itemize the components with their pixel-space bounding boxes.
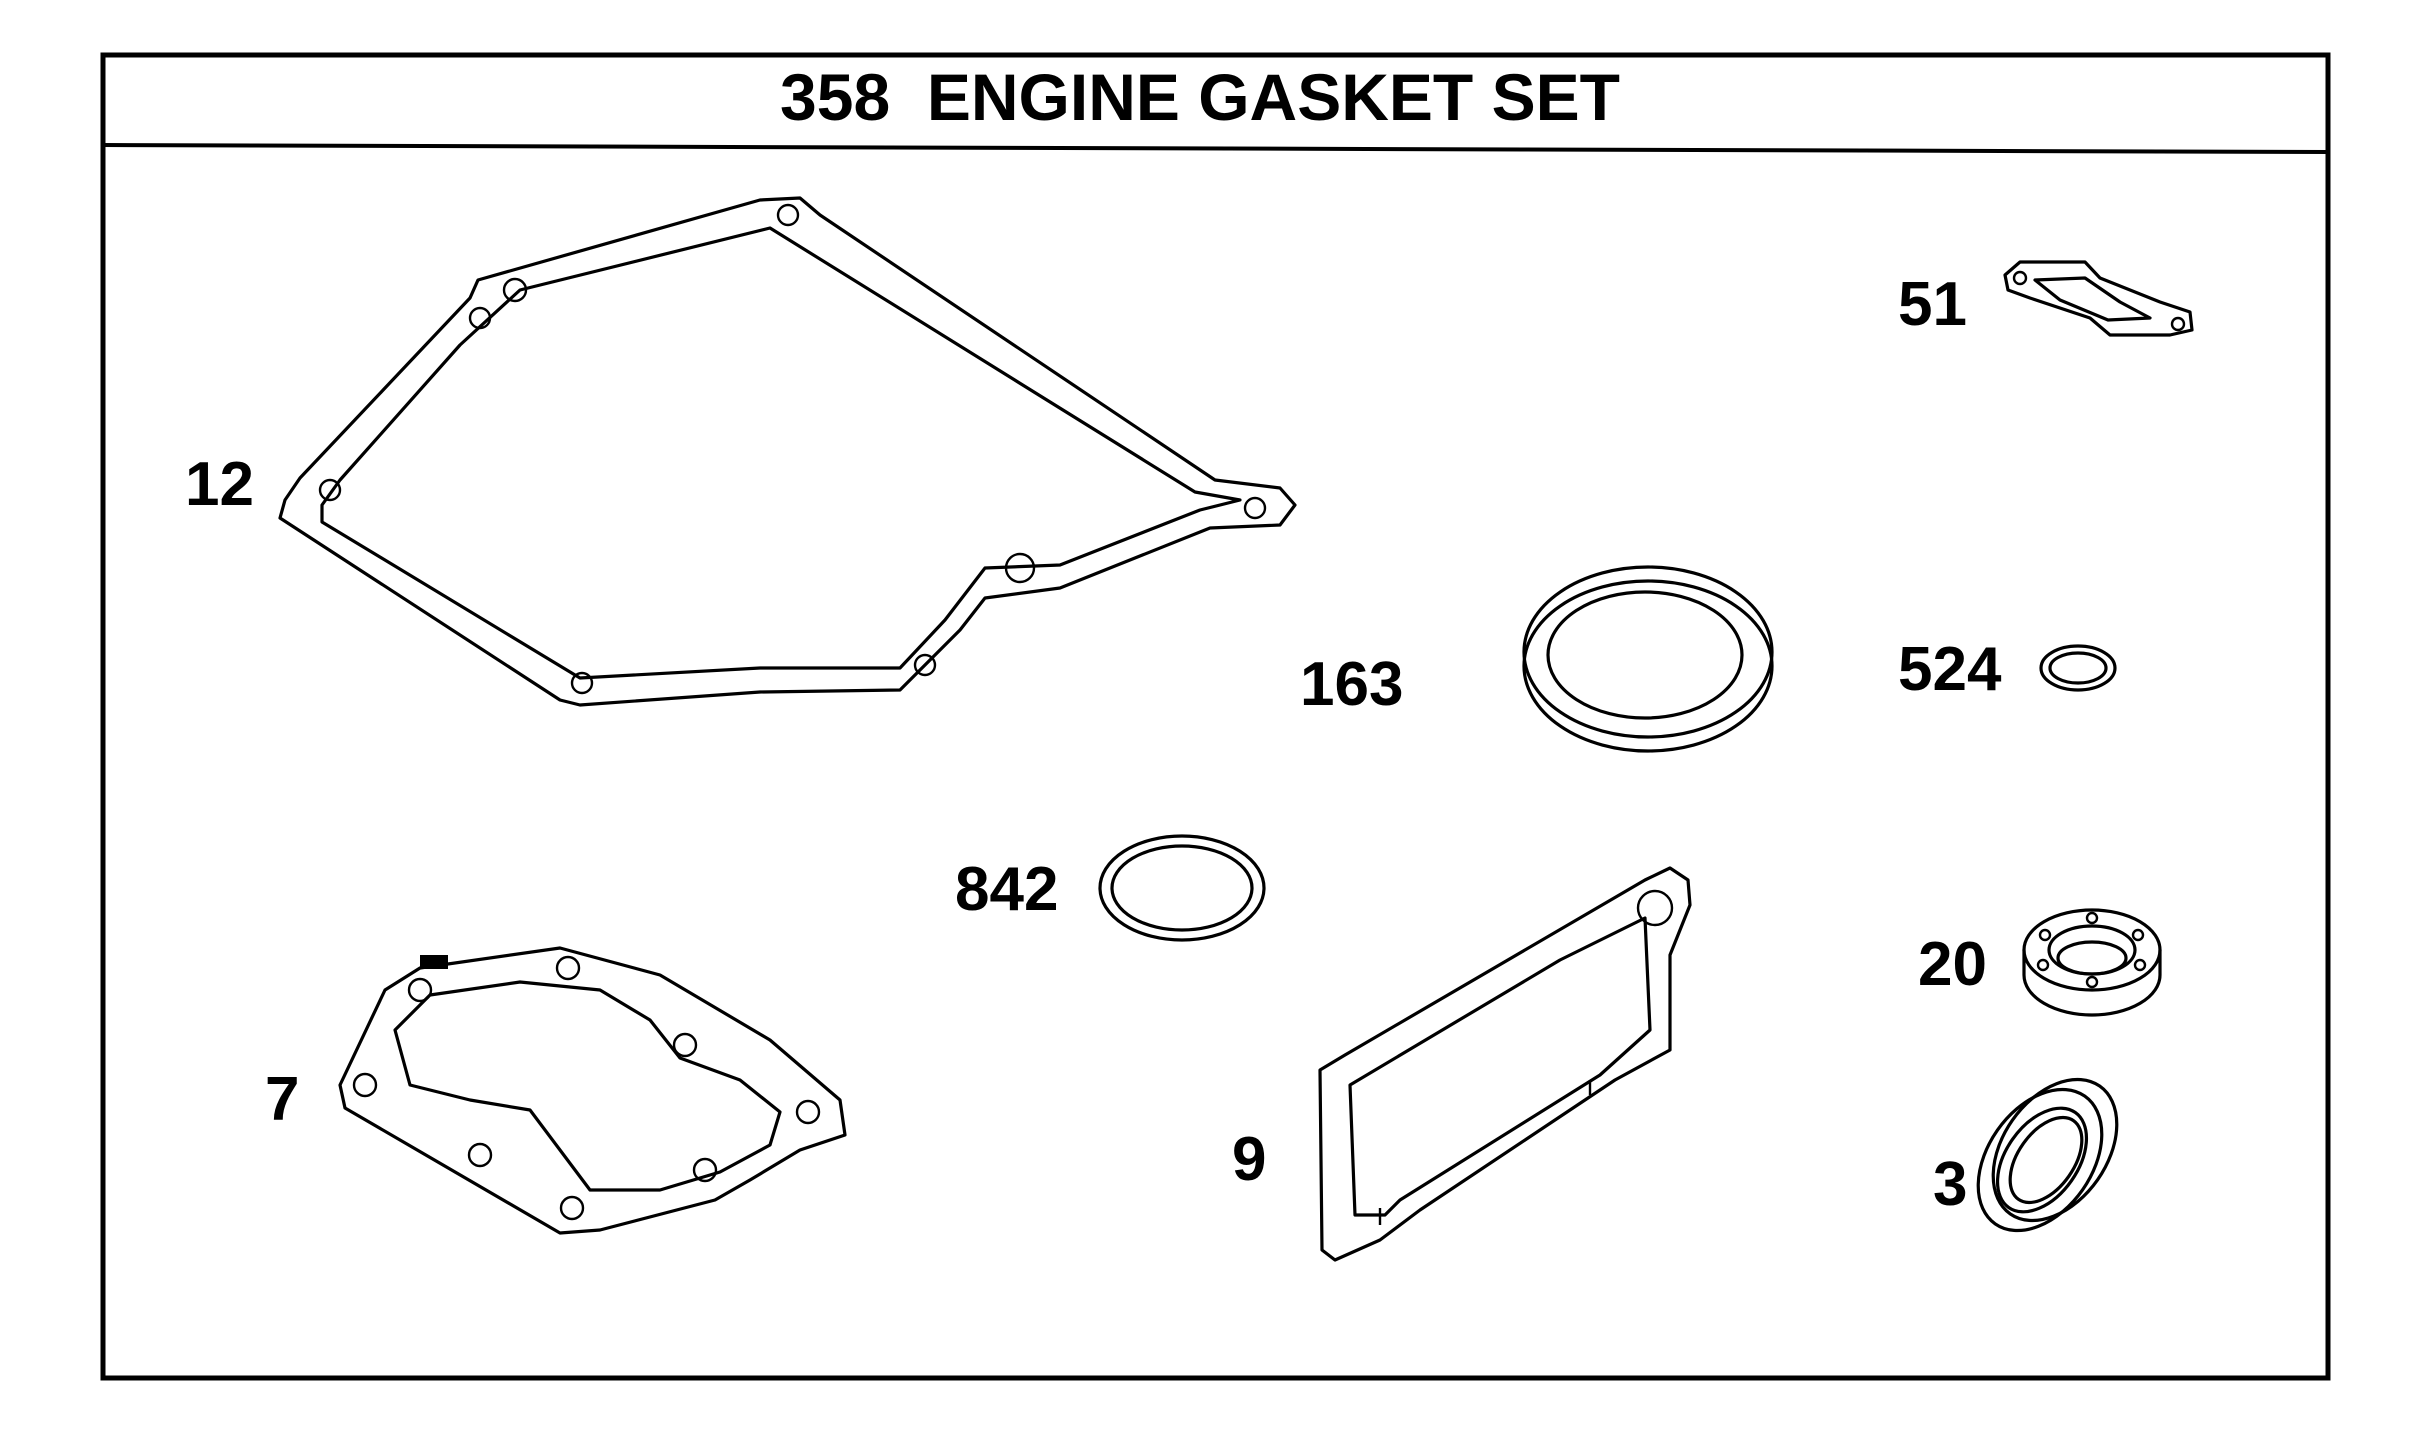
- callout-20: 20: [1918, 930, 1987, 999]
- callout-524: 524: [1898, 635, 2002, 704]
- seal-20: [2022, 908, 2162, 1017]
- ring-842: [1098, 834, 1266, 942]
- callout-3: 3: [1933, 1150, 1967, 1219]
- callout-7: 7: [265, 1065, 299, 1134]
- o-ring-524: [2039, 644, 2117, 692]
- diagram-title: 358 ENGINE GASKET SET: [780, 60, 1620, 134]
- gasket-7: [338, 946, 847, 1235]
- callout-9: 9: [1232, 1125, 1266, 1194]
- gasket-51: [2003, 260, 2194, 337]
- gasket-9: [1318, 866, 1692, 1262]
- title-divider: [102, 143, 2329, 154]
- callout-12: 12: [185, 450, 254, 519]
- gasket-163: [1522, 565, 1774, 753]
- seal-3: [1976, 1077, 2119, 1233]
- callout-842: 842: [955, 855, 1058, 924]
- diagram-frame: [100, 52, 2331, 1381]
- callout-51: 51: [1898, 270, 1967, 339]
- gasket-12: [278, 196, 1297, 707]
- callout-163: 163: [1300, 650, 1403, 719]
